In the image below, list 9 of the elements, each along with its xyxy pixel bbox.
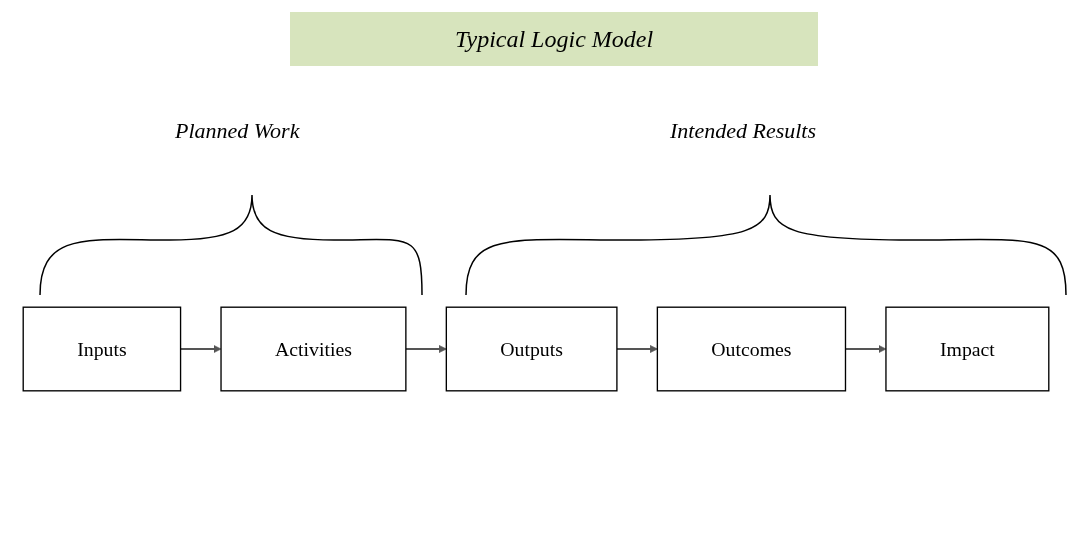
title-banner: Typical Logic Model — [290, 12, 818, 66]
node-box: Outputs — [445, 306, 618, 392]
node-box: Outcomes — [656, 306, 847, 392]
group-heading: Planned Work — [175, 118, 300, 144]
node-box: Activities — [220, 306, 407, 392]
group-heading: Intended Results — [670, 118, 817, 144]
node-box: Inputs — [22, 306, 182, 392]
node-box: Impact — [885, 306, 1050, 392]
arrow — [616, 345, 658, 353]
